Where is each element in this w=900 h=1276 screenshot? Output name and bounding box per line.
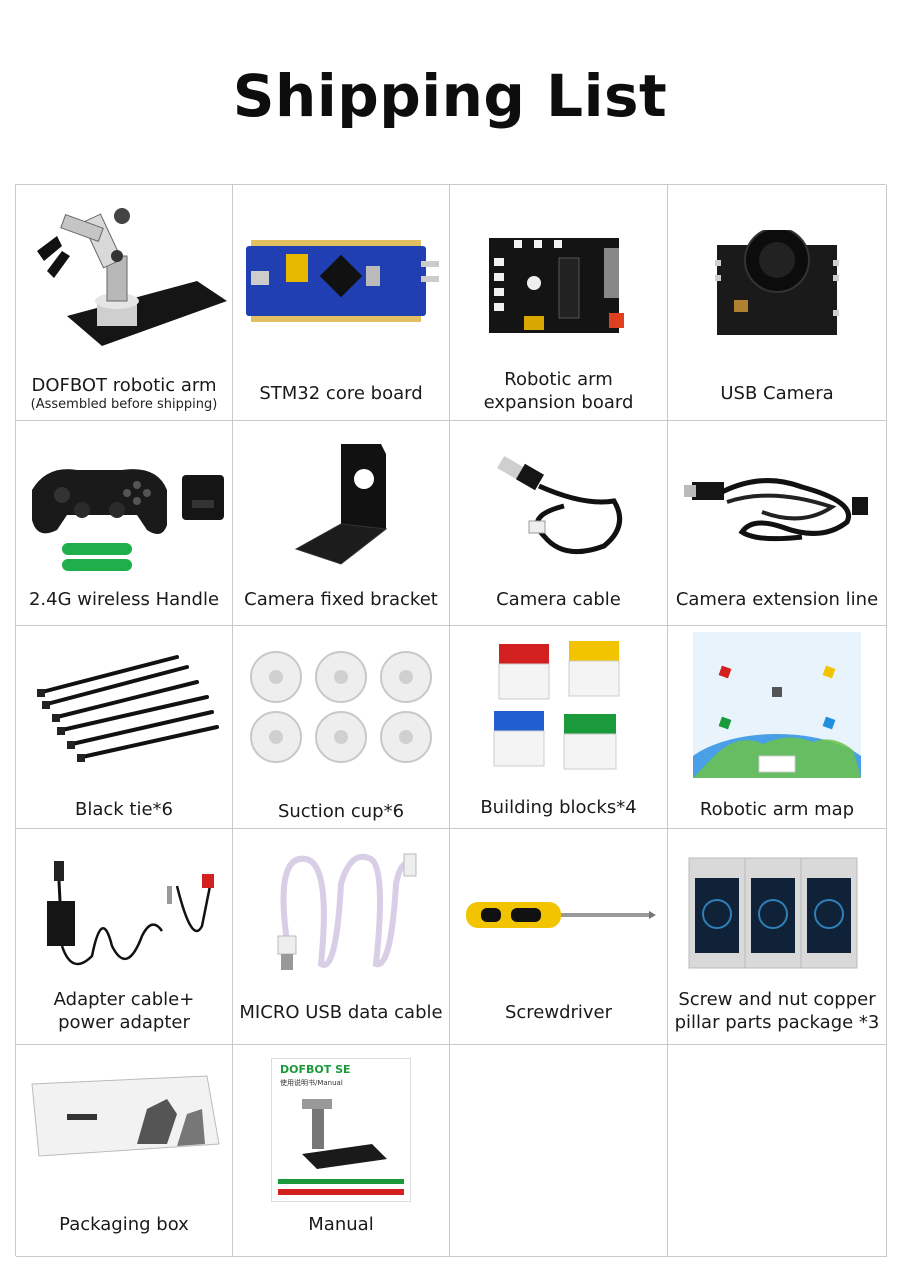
item-name: Black tie*6 [74,799,173,820]
screwdriver-icon [450,877,667,957]
item-stm32-core-board: STM32 core board [233,185,450,421]
item-power-adapter: Adapter cable+ power adapter [16,829,233,1045]
item-robotic-arm: DOFBOT robotic arm (Assembled before shi… [16,185,233,421]
packaging-box-icon [16,1071,232,1161]
item-name: DOFBOT robotic arm [31,375,217,396]
usb-camera-icon [668,215,886,355]
camera-cable-icon [450,441,667,571]
item-micro-usb-cable: MICRO USB data cable [233,829,450,1045]
item-name: Robotic arm map [699,799,855,820]
item-wireless-handle: 2.4G wireless Handle [16,421,233,626]
power-adapter-icon [16,843,232,978]
item-name: STM32 core board [259,383,423,404]
cable-tie-icon [16,642,232,772]
item-name-line2: power adapter [58,1012,190,1033]
arm-map-icon [668,630,886,780]
manual-cover-subtitle: 使用说明书/Manual [280,1079,343,1087]
item-label: DOFBOT robotic arm (Assembled before shi… [18,374,230,413]
item-name: Adapter cable+ [53,989,195,1010]
item-name-line2: expansion board [483,392,634,413]
item-black-tie: Black tie*6 [16,626,233,829]
item-building-blocks: Building blocks*4 [450,626,668,829]
gamepad-icon [16,455,232,580]
item-name: USB Camera [720,383,834,404]
page-title: Shipping List [232,62,668,130]
item-packaging-box: Packaging box [16,1045,233,1257]
item-manual: DOFBOT SE 使用说明书/Manual Manual [233,1045,450,1257]
manual-icon: DOFBOT SE 使用说明书/Manual [233,1055,449,1205]
item-camera-extension: Camera extension line [668,421,887,626]
item-name-line2: pillar parts package *3 [674,1012,880,1033]
item-name: Screw and nut copper [678,989,876,1010]
item-name: Camera fixed bracket [244,589,438,610]
item-screwdriver: Screwdriver [450,829,668,1045]
shipping-list-grid: DOFBOT robotic arm (Assembled before shi… [15,184,887,1257]
item-name: Camera cable [496,589,621,610]
item-label: Adapter cable+ power adapter [18,988,230,1034]
item-camera-cable: Camera cable [450,421,668,626]
empty-cell [450,1045,668,1257]
extension-cable-icon [668,447,886,567]
bracket-icon [233,439,449,569]
item-robotic-arm-map: Robotic arm map [668,626,887,829]
suction-cup-icon [233,642,449,772]
item-label: Screw and nut copper pillar parts packag… [670,988,884,1034]
item-name: Robotic arm [504,369,613,390]
item-name: MICRO USB data cable [239,1002,443,1023]
parts-package-icon [668,853,886,973]
building-blocks-icon [450,636,667,776]
item-camera-bracket: Camera fixed bracket [233,421,450,626]
robotic-arm-icon [16,193,232,363]
item-name: Packaging box [59,1214,189,1235]
item-parts-package: Screw and nut copper pillar parts packag… [668,829,887,1045]
item-name: 2.4G wireless Handle [28,589,220,610]
item-name: Building blocks*4 [480,797,637,818]
item-name: Screwdriver [504,1002,613,1023]
manual-cover-title: DOFBOT SE [280,1063,351,1076]
item-suction-cup: Suction cup*6 [233,626,450,829]
item-note: (Assembled before shipping) [30,397,218,412]
item-name: Camera extension line [675,589,879,610]
item-label: Robotic arm expansion board [452,368,665,414]
item-name: Suction cup*6 [277,801,405,822]
item-usb-camera: USB Camera [668,185,887,421]
expansion-board-icon [450,213,667,353]
item-name: Manual [308,1214,374,1235]
empty-cell [668,1045,887,1257]
core-board-icon [233,213,449,353]
item-expansion-board: Robotic arm expansion board [450,185,668,421]
micro-usb-cable-icon [233,841,449,981]
